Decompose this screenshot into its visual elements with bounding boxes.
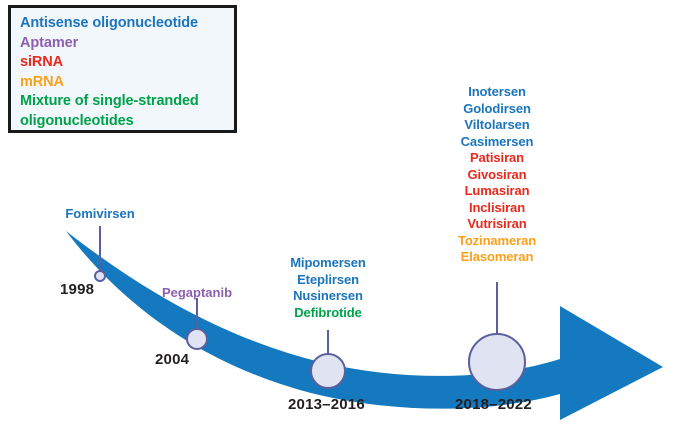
milestone-node-2018-2022[interactable] (468, 333, 526, 391)
drug-label-group-2018-2022: Inotersen Golodirsen Viltolarsen Casimer… (397, 84, 597, 266)
drug-label-tozinameran: Tozinameran (457, 232, 537, 248)
drug-label-eteplirsen: Eteplirsen (297, 271, 359, 287)
drug-label-defibrotide: Defibrotide (294, 304, 362, 320)
drug-label-inclisiran: Inclisiran (468, 199, 526, 215)
year-label-2004: 2004 (155, 351, 190, 368)
legend-item-aptamer: Aptamer (20, 34, 79, 51)
drug-label-casimersen: Casimersen (460, 133, 534, 149)
drug-label-inotersen: Inotersen (468, 84, 526, 99)
milestone-nodes (94, 270, 526, 391)
milestone-node-1998[interactable] (94, 270, 106, 282)
drug-label-nusinersen: Nusinersen (293, 288, 363, 303)
year-label-2018-2022: 2018–2022 (455, 396, 532, 413)
year-label-1998: 1998 (60, 281, 95, 298)
drug-label-golodirsen: Golodirsen (463, 100, 531, 116)
modality-legend: Antisense oligonucleotide Aptamer siRNA … (8, 5, 237, 133)
drug-label-lumasiran: Lumasiran (464, 183, 530, 198)
legend-item-mixture: Mixture of single-stranded oligonucleoti… (20, 93, 199, 129)
drug-label-viltolarsen: Viltolarsen (464, 117, 530, 132)
drug-label-givosiran: Givosiran (467, 166, 527, 182)
drug-label-elasomeran: Elasomeran (460, 249, 534, 264)
drug-label-pegaptanib: Pegaptanib (161, 285, 233, 300)
legend-item-antisense-oligonucleotide: Antisense oligonucleotide (20, 15, 198, 31)
drug-label-group-2013-2016: Mipomersen Eteplirsen Nusinersen Defibro… (228, 255, 428, 321)
drug-label-mipomersen: Mipomersen (290, 255, 366, 270)
drug-label-patisiran: Patisiran (469, 150, 524, 165)
drug-label-fomivirsen: Fomivirsen (65, 206, 135, 221)
year-label-2013-2016: 2013–2016 (288, 396, 365, 413)
milestone-node-2004[interactable] (186, 328, 208, 350)
legend-item-mrna: mRNA (20, 73, 64, 90)
legend-item-sirna: siRNA (20, 54, 64, 70)
drug-label-vutrisiran: Vutrisiran (467, 216, 527, 231)
milestone-node-2013-2016[interactable] (310, 353, 346, 389)
